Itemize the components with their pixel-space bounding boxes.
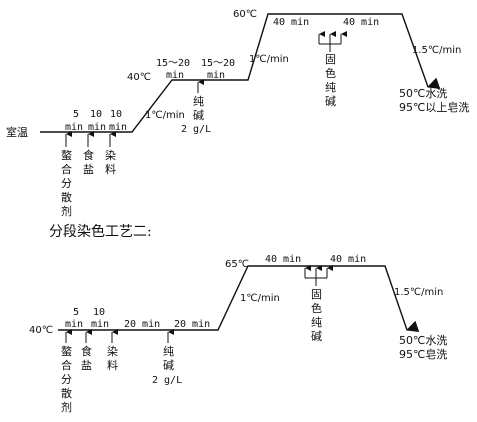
process-1-time-10b-unit: min <box>109 122 127 133</box>
process-2-time-20b: 20 min <box>174 319 210 330</box>
process-1-chelating-char-5: 剂 <box>61 204 72 218</box>
process-1-time-5-value: 5 <box>73 109 79 120</box>
process-1-temperature-curve <box>40 13 441 133</box>
process-1-time-10b-value: 10 <box>110 109 122 120</box>
process-1-time-15b-unit: min <box>207 70 225 81</box>
process-1-time-10a-unit: min <box>88 122 106 133</box>
process-2-chelating-char-5: 剂 <box>61 400 72 414</box>
process-1-hold-1: 40 min <box>273 17 309 28</box>
process-1-time-15a-value: 15～20 <box>156 58 190 69</box>
process-1-wash-line-2: 95℃以上皂洗 <box>399 100 469 114</box>
process-1-soda-char-2: 碱 <box>193 109 204 122</box>
process-1-salt-char-1: 食 <box>83 148 94 162</box>
process-2-time-5-unit: min <box>65 319 83 330</box>
process-1-chelating-char-1: 螯 <box>61 148 72 162</box>
process-2-hold-1: 40 min <box>265 254 301 265</box>
process-2-soda-char-2: 碱 <box>163 359 174 372</box>
process-1-dye-char-2: 料 <box>105 162 116 176</box>
process-1-chelating-char-2: 合 <box>61 162 72 176</box>
process-2-salt-char-1: 食 <box>81 344 92 358</box>
process-1-chelating-char-4: 散 <box>61 190 72 204</box>
process-2-time-5-value: 5 <box>73 307 79 318</box>
process-1-temp-40: 40℃ <box>127 72 151 83</box>
process-1-fixing-char-4: 碱 <box>325 95 336 108</box>
process-1-chelating-char-3: 分 <box>61 177 72 190</box>
process-2-chelating-char-4: 散 <box>61 386 72 400</box>
process-2-wash-line-2: 95℃皂洗 <box>399 347 447 361</box>
process-2-rate-up: 1℃/min <box>240 293 280 304</box>
process-1-rate-down: 1.5℃/min <box>412 45 461 56</box>
process-1-temp-60: 60℃ <box>233 9 257 20</box>
process-1-rate-up-1: 1℃/min <box>145 110 185 121</box>
process-2-time-10-value: 10 <box>93 307 105 318</box>
process-1-room-temp: 室温 <box>6 125 28 139</box>
process-2-diagram: 40℃ 65℃ 5 min 10 min 20 min 20 min 40 mi… <box>29 254 447 414</box>
process-2-chelating-char-3: 分 <box>61 373 72 386</box>
process-2-time-10-unit: min <box>91 319 109 330</box>
process-1-time-5-unit: min <box>65 122 83 133</box>
process-2-fixing-char-1: 固 <box>311 288 322 301</box>
process-2-chelating-char-1: 螯 <box>61 344 72 358</box>
process-2-temperature-curve <box>58 265 420 333</box>
process-2-dye-char-2: 料 <box>107 358 118 372</box>
process-2-fixing-char-4: 碱 <box>311 330 322 343</box>
process-1-fixing-char-3: 纯 <box>325 81 336 94</box>
process-1-wash-line-1: 50℃水洗 <box>399 87 447 100</box>
process-2-soda-dose: 2 g/L <box>152 375 182 386</box>
process-2-chelating-char-2: 合 <box>61 358 72 372</box>
process-1-fixing-char-1: 固 <box>325 53 336 66</box>
process-1-salt-char-2: 盐 <box>83 163 94 176</box>
process-2-salt-char-2: 盐 <box>81 359 92 372</box>
process-1-soda-dose: 2 g/L <box>181 124 211 135</box>
process-1-rate-up-2: 1℃/min <box>249 54 289 65</box>
process-2-soda-char-1: 纯 <box>163 345 174 358</box>
process-1-diagram: 室温 40℃ 60℃ 5 min 10 min 10 min 15～20 min… <box>6 9 469 218</box>
process-1-time-15a-unit: min <box>166 70 184 81</box>
section-title: 分段染色工艺二: <box>49 223 152 240</box>
process-2-dye-char-1: 染 <box>107 344 118 358</box>
process-2-wash-line-1: 50℃水洗 <box>399 334 447 347</box>
process-1-hold-2: 40 min <box>343 17 379 28</box>
process-1-time-10a-value: 10 <box>90 109 102 120</box>
process-2-fixing-char-3: 纯 <box>311 316 322 329</box>
process-1-soda-char-1: 纯 <box>193 95 204 108</box>
process-2-hold-2: 40 min <box>330 254 366 265</box>
process-1-fixing-char-2: 色 <box>325 66 336 80</box>
process-2-time-20a: 20 min <box>124 319 160 330</box>
process-2-temp-40: 40℃ <box>29 325 53 336</box>
process-2-fixing-char-2: 色 <box>311 301 322 315</box>
process-2-temp-65: 65℃ <box>225 259 249 270</box>
process-1-dye-char-1: 染 <box>105 148 116 162</box>
process-1-time-15b-value: 15～20 <box>201 58 235 69</box>
process-2-rate-down: 1.5℃/min <box>394 287 443 298</box>
